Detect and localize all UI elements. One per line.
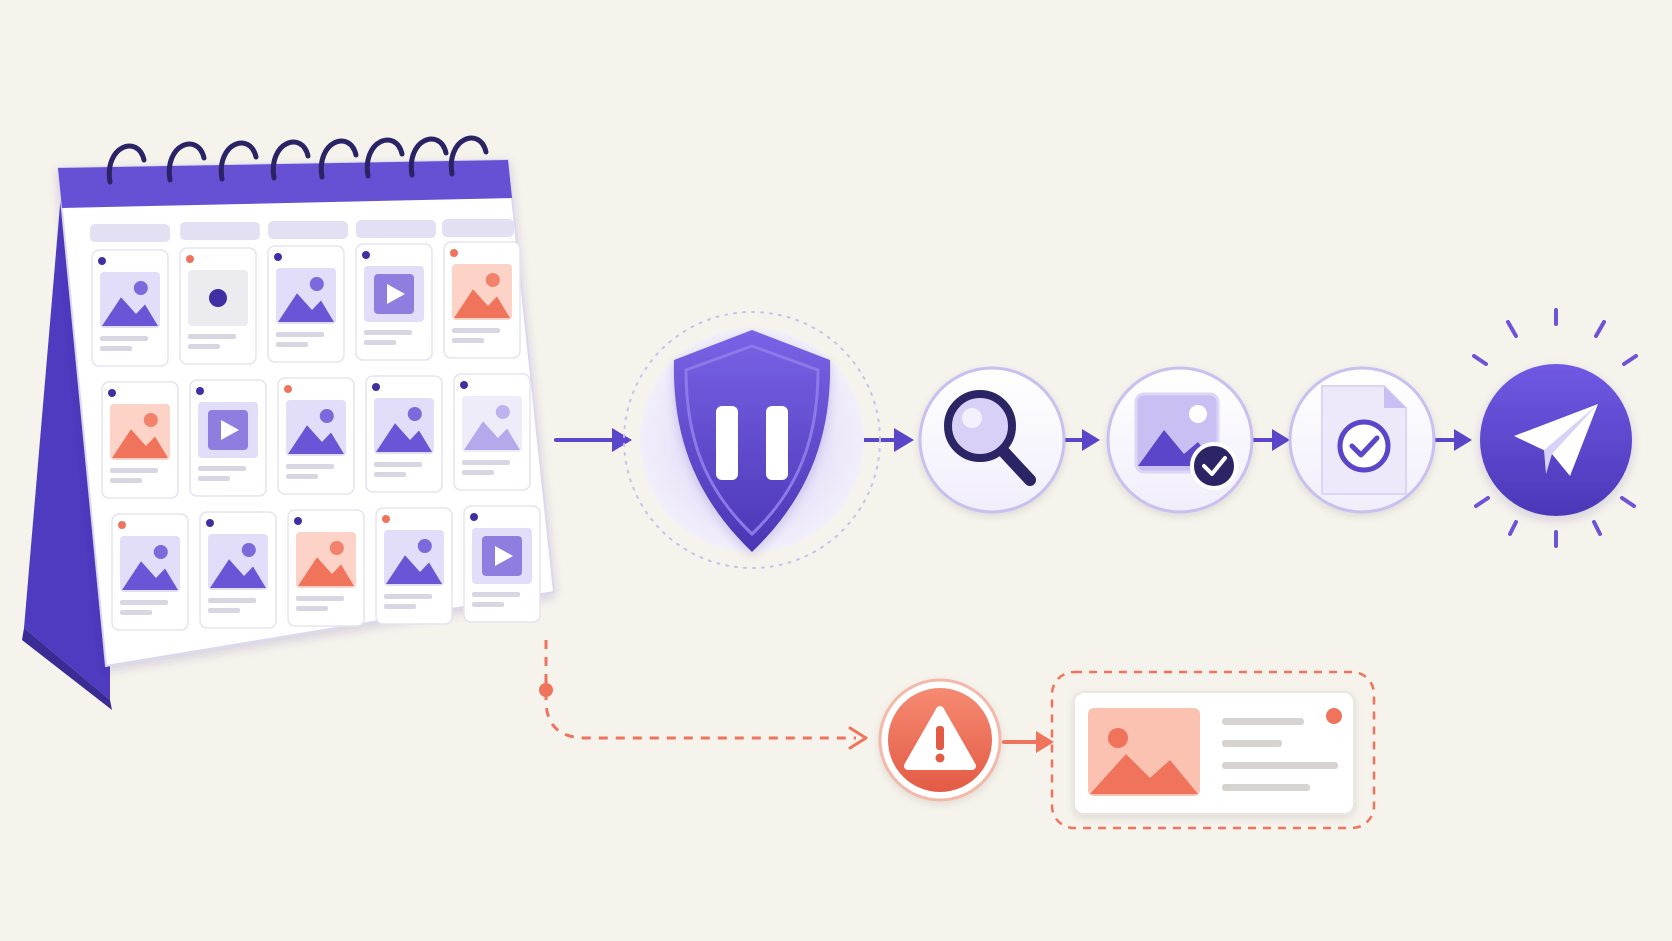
publish-step (1472, 308, 1638, 548)
image-icon (374, 398, 434, 454)
image-icon (100, 272, 160, 328)
warning-icon (904, 706, 976, 770)
document-check-icon (1321, 385, 1407, 495)
calendar-post-card (375, 507, 453, 625)
status-dot (460, 381, 468, 389)
magnifier-icon (944, 390, 1036, 486)
calendar-post-card (111, 513, 189, 631)
text-lines (1222, 718, 1338, 791)
status-dot (372, 383, 380, 391)
shield-pause-step (623, 311, 881, 569)
dot-icon (188, 270, 248, 326)
arrow-warning-to-post (1002, 731, 1054, 753)
status-dot (98, 257, 106, 265)
calendar-post-card (355, 243, 433, 361)
calendar-post-card (443, 241, 521, 359)
calendar-post-card (287, 509, 365, 627)
status-dot (274, 253, 282, 261)
calendar-post-card (101, 381, 179, 499)
status-dot (470, 513, 478, 521)
image-icon (1088, 708, 1200, 796)
image-check-icon (1134, 392, 1238, 490)
arrow-media-to-document (1248, 429, 1290, 451)
dashed-connector (539, 640, 868, 750)
calendar-post-card (199, 511, 277, 629)
binder-rings (106, 135, 489, 185)
alert-branch (539, 640, 1376, 830)
arrow-document-to-publish (1430, 429, 1472, 451)
media-check-step (1106, 366, 1254, 514)
image-icon (276, 268, 336, 324)
arrow-review-to-media (1060, 429, 1100, 451)
status-dot (294, 517, 302, 525)
image-icon (208, 534, 268, 590)
image-icon (110, 404, 170, 460)
calendar-post-card (189, 379, 267, 497)
status-dot (450, 249, 458, 257)
calendar-post-card (453, 373, 531, 491)
approval-flow (554, 308, 1638, 569)
status-dot (382, 515, 390, 523)
calendar-post-card (277, 377, 355, 495)
calendar-post-card (365, 375, 443, 493)
play-icon (472, 528, 532, 584)
status-dot (118, 521, 126, 529)
status-dot (1326, 708, 1342, 724)
shield-pause-icon (673, 330, 831, 552)
paper-plane-icon (1514, 404, 1598, 476)
image-icon (452, 264, 512, 320)
calendar-post-card (463, 505, 541, 623)
image-icon (120, 536, 180, 592)
image-icon (384, 530, 444, 586)
warning-step (878, 678, 1002, 802)
document-check-step (1288, 366, 1436, 514)
calendar-post-card (179, 247, 257, 365)
status-dot (186, 255, 194, 263)
burst-rays (1472, 308, 1638, 548)
review-step (918, 366, 1066, 514)
play-icon (198, 402, 258, 458)
status-dot (284, 385, 292, 393)
calendar-post-card (91, 249, 169, 367)
image-icon (286, 400, 346, 456)
status-dot (362, 251, 370, 259)
arrow-calendar-to-shield (554, 428, 632, 452)
flagged-post (1050, 670, 1376, 830)
status-dot (108, 389, 116, 397)
status-dot (196, 387, 204, 395)
status-dot (206, 519, 214, 527)
image-icon (296, 532, 356, 588)
calendar-grid (91, 241, 541, 631)
play-icon (364, 266, 424, 322)
image-icon (462, 396, 522, 452)
content-calendar (22, 135, 556, 710)
calendar-post-card (267, 245, 345, 363)
